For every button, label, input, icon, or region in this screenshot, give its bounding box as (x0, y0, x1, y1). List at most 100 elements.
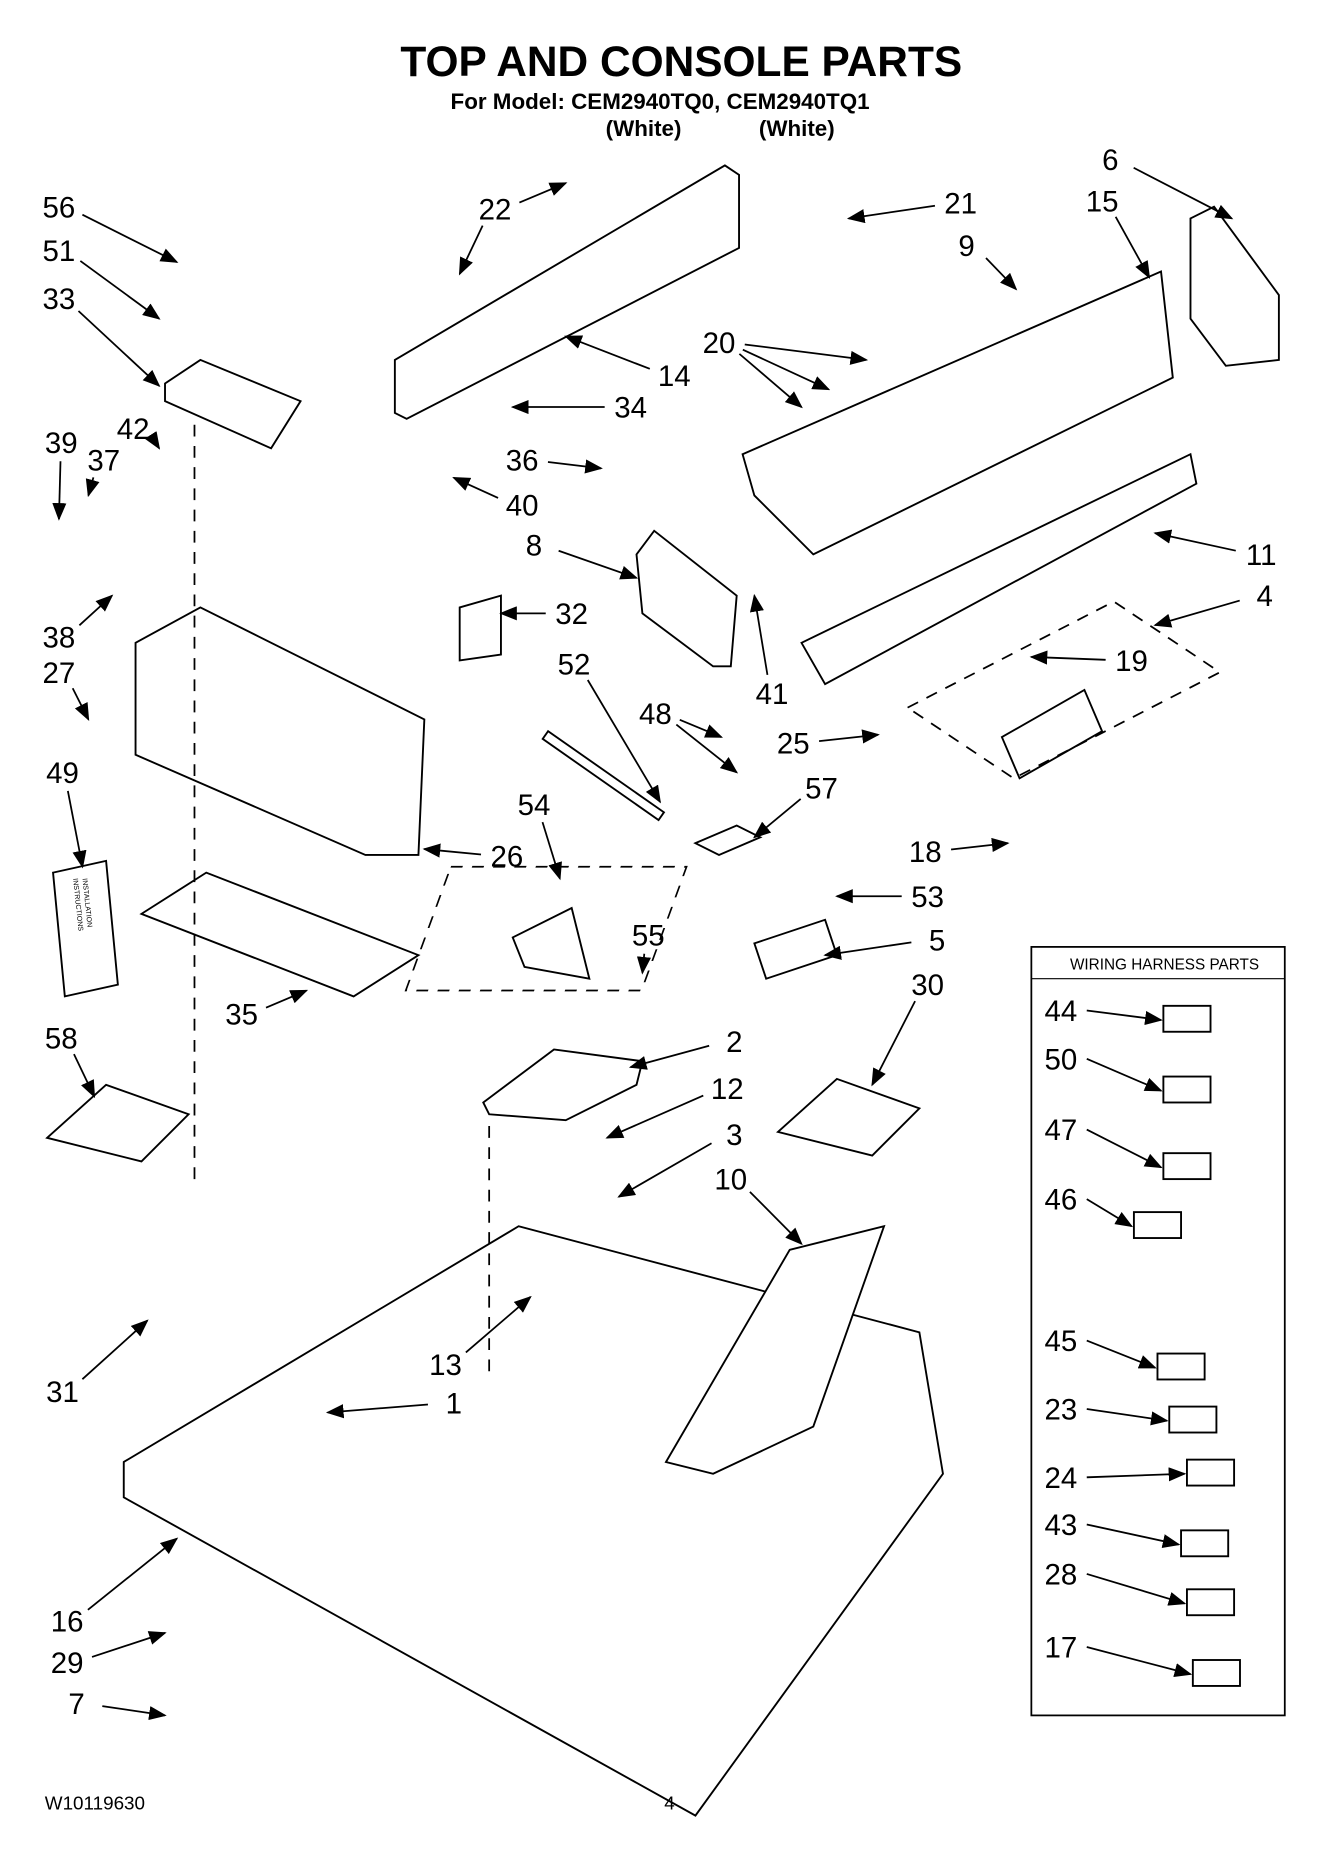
callout-13: 13 (429, 1349, 462, 1382)
wiring-harness-box (1030, 946, 1286, 1717)
callout-52: 52 (558, 649, 591, 682)
callout-arrow (871, 1000, 916, 1087)
callout-42: 42 (117, 413, 150, 446)
callout-27: 27 (43, 657, 76, 690)
connector-47 (1162, 1152, 1212, 1181)
callout-arrow (744, 343, 869, 365)
harness-callout-44: 44 (1044, 995, 1077, 1028)
switch-bracket (1000, 688, 1104, 780)
callout-34: 34 (614, 392, 647, 425)
strip-52 (541, 729, 666, 822)
connector-24 (1186, 1458, 1236, 1487)
callout-arrow (91, 1631, 167, 1658)
connector-44 (1162, 1004, 1212, 1033)
callout-arrow (1086, 1408, 1169, 1426)
callout-arrow (73, 1053, 96, 1099)
insulation-pad-right (775, 1077, 922, 1157)
callout-51: 51 (43, 235, 76, 268)
callout-arrow (1029, 650, 1106, 665)
callout-7: 7 (68, 1688, 84, 1721)
callout-4: 4 (1257, 580, 1273, 613)
end-cap-right (1189, 205, 1280, 367)
callout-55: 55 (632, 920, 665, 953)
connector-43 (1180, 1529, 1230, 1558)
bottom-plate (139, 871, 421, 998)
callout-2: 2 (726, 1026, 742, 1059)
callout-19: 19 (1115, 645, 1148, 678)
callout-arrow (1086, 1009, 1163, 1025)
harness-callout-46: 46 (1044, 1184, 1077, 1217)
control-box (134, 606, 426, 856)
callout-arrow (1086, 1339, 1157, 1369)
callout-arrow (52, 461, 67, 521)
callout-arrow (950, 837, 1010, 852)
callout-37: 37 (87, 445, 120, 478)
callout-arrow (749, 1191, 803, 1246)
gasket-32 (458, 594, 502, 662)
callout-arrow (87, 1537, 179, 1611)
callout-5: 5 (929, 924, 945, 957)
part-drawings: INSTALLATION INSTRUCTIONS (45, 164, 1280, 1817)
callout-arrow (1153, 529, 1236, 552)
callout-arrow (605, 1094, 704, 1139)
callout-arrow (1086, 1646, 1193, 1677)
callout-arrow (749, 593, 769, 676)
callout-57: 57 (805, 772, 838, 805)
insulation-pad-left (45, 1083, 191, 1163)
callout-arrow (1153, 599, 1240, 628)
callout-arrow (79, 260, 161, 320)
callout-arrow (985, 257, 1018, 291)
callout-arrow (547, 459, 603, 474)
page-number: 4 (664, 1793, 674, 1814)
callout-39: 39 (45, 427, 78, 460)
callout-32: 32 (555, 598, 588, 631)
console-back-panel (393, 164, 740, 420)
page-title: TOP AND CONSOLE PARTS (400, 38, 962, 85)
lint-sensor (753, 918, 839, 980)
callout-20: 20 (703, 327, 736, 360)
door-cover (664, 1224, 886, 1475)
harness-callout-43: 43 (1044, 1509, 1077, 1542)
callout-arrow (66, 790, 87, 869)
callout-10: 10 (714, 1164, 747, 1197)
color-label-1: (White) (606, 116, 682, 141)
callout-40: 40 (506, 489, 539, 522)
callout-56: 56 (43, 191, 76, 224)
callout-arrow (1086, 1573, 1187, 1606)
console-panel (741, 270, 1174, 556)
callout-15: 15 (1086, 185, 1119, 218)
callout-arrow (519, 182, 568, 204)
callout-arrow (1086, 1467, 1187, 1482)
connector-17 (1191, 1659, 1241, 1687)
callout-arrow (753, 798, 802, 839)
harness-callout-23: 23 (1044, 1394, 1077, 1427)
pad-57 (693, 824, 763, 856)
callout-arrow (1086, 1128, 1163, 1169)
callout-arrow (78, 594, 114, 626)
callout-arrow (1086, 1058, 1163, 1092)
callout-arrow (102, 1705, 167, 1721)
callout-arrow (458, 225, 484, 276)
callout-38: 38 (43, 622, 76, 655)
console-rear-trim (800, 452, 1198, 686)
callout-arrow (738, 353, 803, 409)
callout-arrow (1133, 166, 1234, 220)
callout-58: 58 (45, 1022, 78, 1055)
harness-callout-50: 50 (1044, 1043, 1077, 1076)
callout-arrow (1086, 1198, 1134, 1228)
callout-21: 21 (944, 188, 977, 221)
installation-book (52, 859, 119, 998)
callout-12: 12 (711, 1073, 744, 1106)
callout-22: 22 (479, 194, 512, 227)
callout-54: 54 (518, 789, 551, 822)
connector-46 (1132, 1211, 1182, 1239)
callout-arrow (82, 213, 179, 263)
control-bracket (164, 358, 302, 450)
callout-arrow (679, 719, 723, 738)
callout-arrow (144, 431, 161, 450)
callout-25: 25 (777, 728, 810, 761)
callout-arrow (558, 549, 639, 580)
callout-3: 3 (726, 1119, 742, 1152)
callout-6: 6 (1102, 144, 1118, 177)
